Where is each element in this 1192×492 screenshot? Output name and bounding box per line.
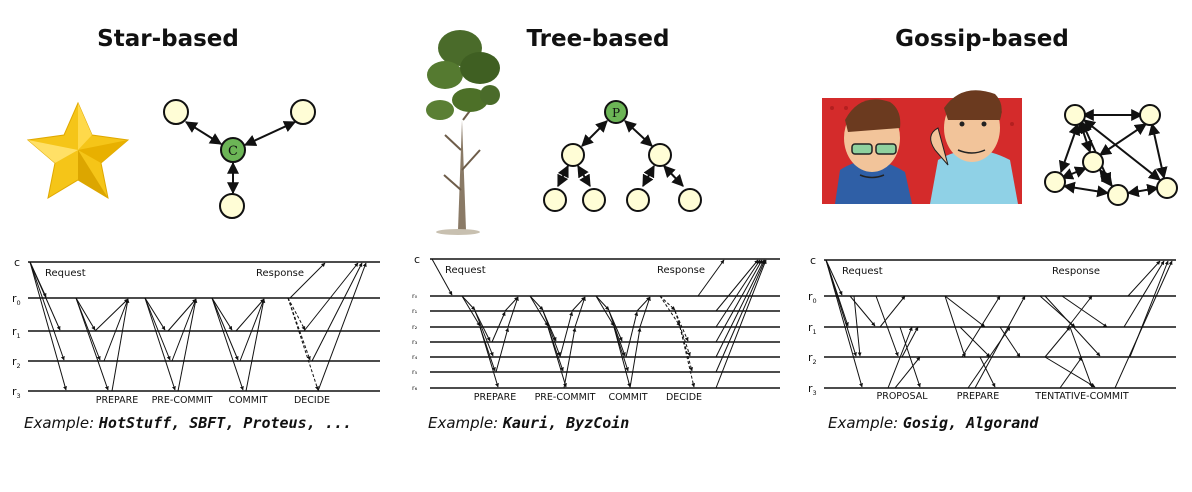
gossip-node bbox=[1064, 104, 1086, 126]
gossip-sequence: c r0 r1 r2 r3 Request Response PROPOSAL … bbox=[808, 254, 1176, 402]
tree-r1: r₁ bbox=[412, 307, 418, 315]
tree-example: Example: Kauri, ByzCoin bbox=[428, 414, 629, 432]
star-phase: DECIDE bbox=[294, 395, 330, 406]
tree-example-prefix: Example: bbox=[428, 414, 503, 432]
title-gossip: Gossip-based bbox=[895, 26, 1069, 52]
star-client-label: c bbox=[14, 256, 20, 269]
star-node bbox=[290, 99, 316, 125]
tree-sequence: c r₀ r₁ r₂ r₃ r₄ r₅ r₆ Request Response bbox=[412, 253, 780, 403]
tree-node bbox=[626, 188, 650, 212]
title-star: Star-based bbox=[97, 26, 239, 52]
gossip-node bbox=[1156, 177, 1178, 199]
tree-root-node bbox=[604, 100, 628, 124]
gossip-example-systems: Gosig, Algorand bbox=[902, 414, 1039, 432]
tree-node bbox=[561, 143, 585, 167]
tree-r5: r₅ bbox=[412, 368, 418, 376]
gossip-response: Response bbox=[1052, 266, 1100, 277]
gossip-topology bbox=[1058, 109, 1168, 198]
tree-topology bbox=[557, 120, 684, 188]
star-response: Response bbox=[256, 268, 304, 279]
star-topology bbox=[184, 121, 297, 195]
gossip-request: Request bbox=[842, 266, 883, 277]
star-request: Request bbox=[45, 268, 86, 279]
star-r1: r1 bbox=[12, 325, 21, 340]
tree-r4: r₄ bbox=[412, 353, 418, 361]
tree-node bbox=[678, 188, 702, 212]
tree-icon bbox=[426, 30, 500, 235]
star-phase: PREPARE bbox=[96, 395, 139, 406]
gossip-node bbox=[1044, 171, 1066, 193]
star-node bbox=[219, 193, 245, 219]
tree-phase: PREPARE bbox=[474, 392, 517, 403]
gossip-node bbox=[1107, 184, 1129, 206]
gossip-node bbox=[1139, 104, 1161, 126]
star-r2: r2 bbox=[12, 355, 21, 370]
tree-phase: COMMIT bbox=[608, 392, 647, 403]
gossip-comic-icon bbox=[822, 90, 1022, 204]
tree-phase: DECIDE bbox=[666, 392, 702, 403]
gossip-phase: PREPARE bbox=[957, 391, 1000, 402]
tree-node bbox=[582, 188, 606, 212]
tree-example-systems: Kauri, ByzCoin bbox=[502, 414, 630, 432]
tree-node bbox=[543, 188, 567, 212]
star-icon bbox=[26, 101, 130, 200]
tree-client-label: c bbox=[414, 253, 420, 266]
tree-phase: PRE-COMMIT bbox=[535, 392, 596, 403]
tree-request: Request bbox=[445, 265, 486, 276]
title-tree: Tree-based bbox=[527, 26, 670, 52]
star-r0: r0 bbox=[12, 292, 21, 307]
tree-r0: r₀ bbox=[412, 292, 418, 300]
star-phase: COMMIT bbox=[228, 395, 267, 406]
gossip-phase: TENTATIVE-COMMIT bbox=[1034, 391, 1129, 402]
star-r3: r3 bbox=[12, 385, 21, 400]
tree-response: Response bbox=[657, 265, 705, 276]
star-example-prefix: Example: bbox=[24, 414, 99, 432]
star-center-label: C bbox=[228, 144, 238, 159]
gossip-r2: r2 bbox=[808, 351, 817, 366]
tree-node bbox=[648, 143, 672, 167]
gossip-r1: r1 bbox=[808, 321, 817, 336]
tree-r6: r₆ bbox=[412, 384, 418, 392]
gossip-phase: PROPOSAL bbox=[876, 391, 928, 402]
gossip-r0: r0 bbox=[808, 290, 817, 305]
gossip-node bbox=[1082, 151, 1104, 173]
star-node bbox=[163, 99, 189, 125]
tree-r2: r₂ bbox=[412, 323, 418, 331]
tree-root-label: P bbox=[612, 106, 620, 120]
gossip-example: Example: Gosig, Algorand bbox=[828, 414, 1038, 432]
star-example: Example: HotStuff, SBFT, Proteus, ... bbox=[24, 414, 352, 432]
star-center-node bbox=[220, 137, 246, 163]
star-phase: PRE-COMMIT bbox=[152, 395, 213, 406]
gossip-example-prefix: Example: bbox=[828, 414, 903, 432]
star-example-systems: HotStuff, SBFT, Proteus, ... bbox=[98, 414, 352, 432]
tree-r3: r₃ bbox=[412, 338, 418, 346]
star-sequence: c r0 r1 r2 r3 Request Response PR bbox=[12, 256, 380, 406]
gossip-r3: r3 bbox=[808, 382, 817, 397]
gossip-client-label: c bbox=[810, 254, 816, 267]
